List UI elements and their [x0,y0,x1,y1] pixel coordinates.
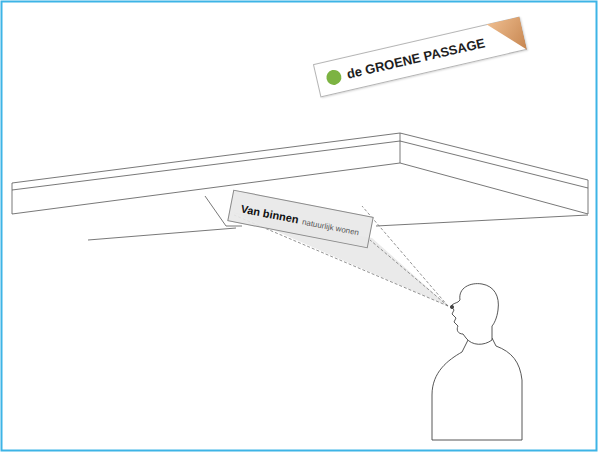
sign-heading: Van binnen [240,203,300,226]
sign-subtext: natuurlijk wonen [301,217,359,237]
person-figure [432,284,522,440]
banner-title: de GROENE PASSAGE [345,35,486,81]
info-icon [325,68,343,86]
wood-edge [486,17,527,58]
banner-sign: de GROENE PASSAGE [313,17,527,98]
